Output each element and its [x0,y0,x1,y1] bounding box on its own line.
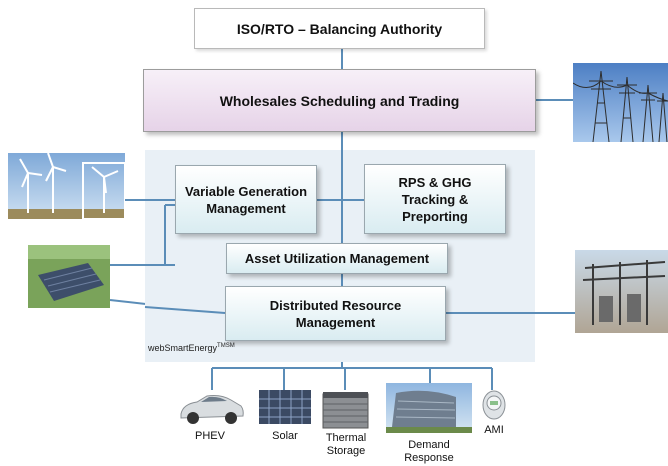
phev-photo [177,390,245,426]
asset-utilization-label: Asset Utilization Management [244,251,430,266]
solar-farm-photo [28,245,110,308]
platform-brand: webSmartEnergyTMSM [148,343,235,353]
rps-ghg-label: RPS & GHG Tracking & Preporting [398,174,472,224]
distributed-resource-box: Distributed Resource Management [225,286,446,341]
demand-response-photo [386,383,472,433]
solar-panel-icon [259,390,311,424]
distributed-resource-label: Distributed Resource Management [269,297,402,330]
iso-rto-box: ISO/RTO – Balancing Authority [194,8,485,49]
substation-icon [582,260,666,325]
variable-generation-box: Variable Generation Management [175,165,317,234]
solar-panel-photo [259,390,311,424]
building-icon [386,390,472,433]
ami-photo [482,390,506,422]
solar-label: Solar [272,430,298,442]
rps-ghg-box: RPS & GHG Tracking & Preporting [364,164,506,234]
tower-icon [573,70,668,142]
hvac-unit-icon [322,392,369,429]
demand-response-label: Demand Response [404,439,454,464]
variable-generation-label: Variable Generation Management [184,183,308,216]
thermal-storage-label: Thermal Storage [325,432,367,457]
wind-turbine-icon [8,153,125,219]
solar-array-icon [28,245,110,301]
platform-brand-mark: TMSM [217,343,235,349]
smart-meter-icon [482,390,506,420]
asset-utilization-box: Asset Utilization Management [226,243,448,274]
iso-rto-label: ISO/RTO – Balancing Authority [236,20,443,37]
wholesale-trading-box: Wholesales Scheduling and Trading [143,69,536,132]
wind-turbines-photo [8,153,125,219]
substation-photo [575,250,668,333]
phev-label: PHEV [195,430,225,442]
platform-brand-name: webSmartEnergy [148,343,218,353]
ami-label: AMI [484,424,504,436]
transmission-towers-photo [573,63,668,142]
thermal-storage-photo [320,390,371,430]
wholesale-trading-label: Wholesales Scheduling and Trading [219,92,460,109]
car-icon [180,395,244,424]
